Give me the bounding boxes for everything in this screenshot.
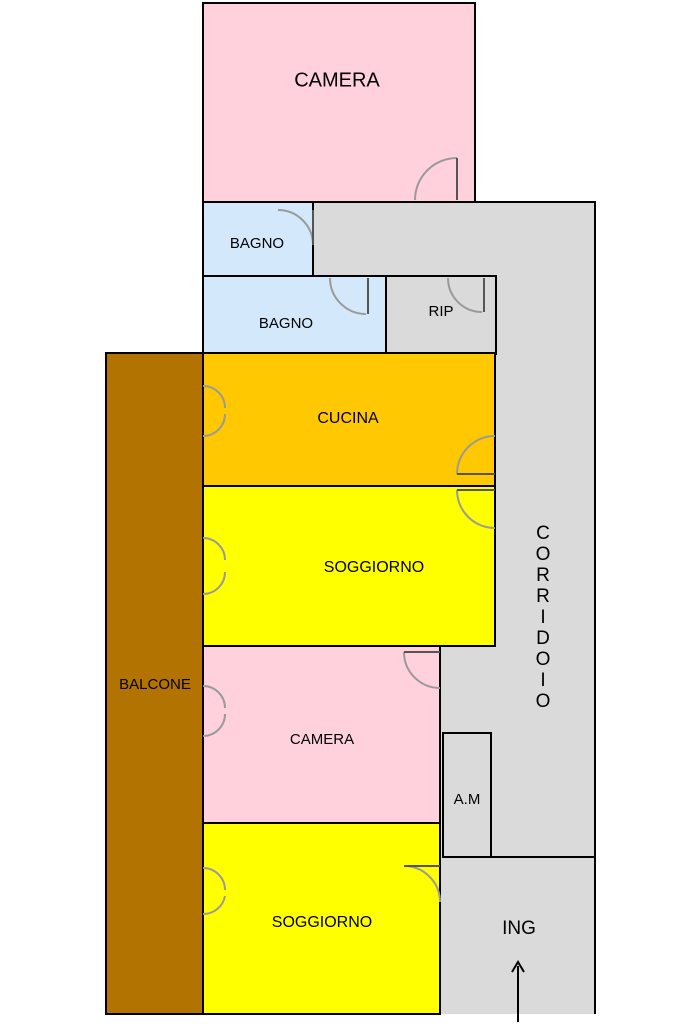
corridoio-letter: O xyxy=(536,649,551,670)
room-cucina[interactable] xyxy=(202,352,496,487)
room-label-camera-lower: CAMERA xyxy=(290,731,354,748)
room-rip[interactable] xyxy=(385,275,497,355)
corridoio-letter: D xyxy=(536,628,550,649)
room-label-cucina: CUCINA xyxy=(317,410,379,427)
room-label-soggiorno-lower: SOGGIORNO xyxy=(272,914,372,931)
room-label-balcone: BALCONE xyxy=(119,676,191,693)
room-label-bagno-upper: BAGNO xyxy=(230,235,284,252)
entrance-arrow-icon xyxy=(511,960,525,1022)
doors xyxy=(202,157,496,916)
corridoio-letter: O xyxy=(536,691,551,712)
room-balcone[interactable] xyxy=(105,352,204,1015)
room-camera-lower[interactable] xyxy=(202,645,441,824)
room-soggiorno-lower[interactable] xyxy=(202,822,441,1015)
room-label-ing: ING xyxy=(502,918,536,939)
room-label-soggiorno-upper: SOGGIORNO xyxy=(324,559,424,576)
corridoio-letter: R xyxy=(536,586,550,607)
corridoio-letter: I xyxy=(540,607,545,628)
corridoio-letter: O xyxy=(536,544,551,565)
corridor-area xyxy=(313,201,596,1014)
room-am[interactable] xyxy=(442,732,492,858)
corridoio-letter: I xyxy=(540,670,545,691)
room-camera-top[interactable] xyxy=(202,2,476,203)
room-bagno-lower[interactable] xyxy=(202,275,387,355)
room-soggiorno-upper[interactable] xyxy=(202,485,496,647)
room-label-am: A.M xyxy=(454,791,481,808)
corridoio-letter: C xyxy=(536,523,550,544)
room-label-bagno-lower: BAGNO xyxy=(259,315,313,332)
corridoio-letter: R xyxy=(536,565,550,586)
room-label-rip: RIP xyxy=(428,303,453,320)
room-label-camera-top: CAMERA xyxy=(294,69,380,91)
